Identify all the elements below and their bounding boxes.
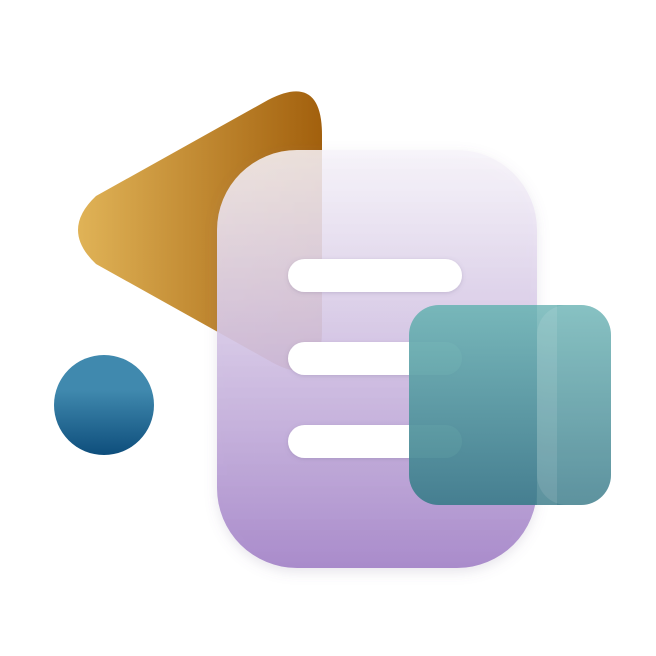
split-panel-icon — [409, 305, 611, 505]
circle-dot-icon — [54, 355, 154, 455]
document-line — [288, 259, 462, 292]
